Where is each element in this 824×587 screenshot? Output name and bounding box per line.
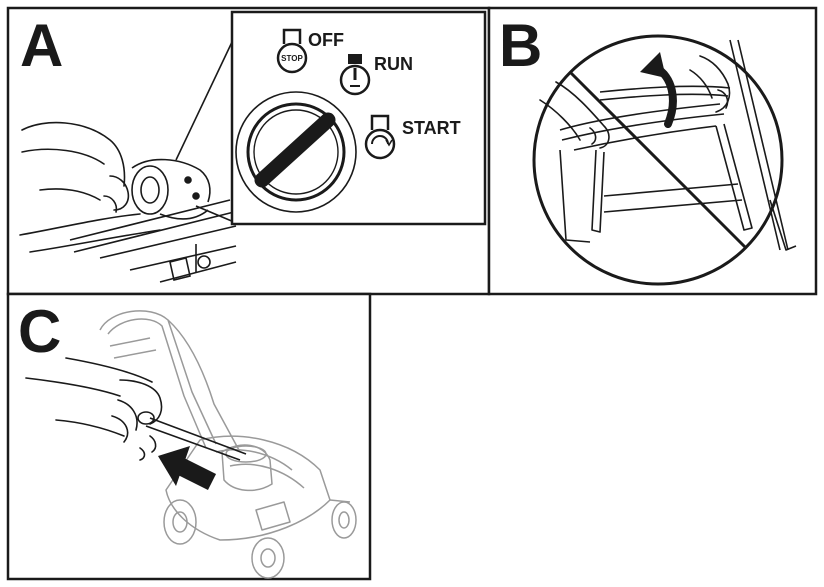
- start-label: START: [402, 118, 461, 138]
- panel-c: C: [6, 292, 372, 581]
- run-label: RUN: [374, 54, 413, 74]
- key-cap: [131, 158, 211, 220]
- off-label: OFF: [308, 30, 344, 50]
- hand-icon: [19, 121, 161, 253]
- handle-bars: [69, 199, 237, 283]
- panel-b-frame: [487, 6, 818, 296]
- callout-lines: [175, 41, 235, 223]
- ignition-key-switch-icon: [235, 91, 357, 213]
- panel-c-label: C: [18, 298, 61, 365]
- fold-handle-arrow-icon: [640, 52, 677, 128]
- run-engine-icon: [339, 54, 371, 96]
- start-engine-icon: [364, 114, 396, 160]
- hand-icon: [25, 357, 163, 461]
- stop-label: STOP: [281, 54, 303, 63]
- lawn-mower-icon: [99, 310, 357, 579]
- panel-b-label: B: [499, 12, 542, 79]
- panel-c-frame: [6, 292, 372, 581]
- prohibited-icon: [532, 34, 784, 286]
- panel-a-label: A: [20, 12, 63, 79]
- pull-direction-arrow-icon: [158, 446, 217, 491]
- starter-cord: [137, 411, 247, 461]
- stop-engine-icon: STOP: [276, 28, 308, 74]
- hand-icon: [539, 55, 731, 149]
- panel-b: B: [487, 6, 818, 296]
- panel-a: A: [6, 6, 491, 296]
